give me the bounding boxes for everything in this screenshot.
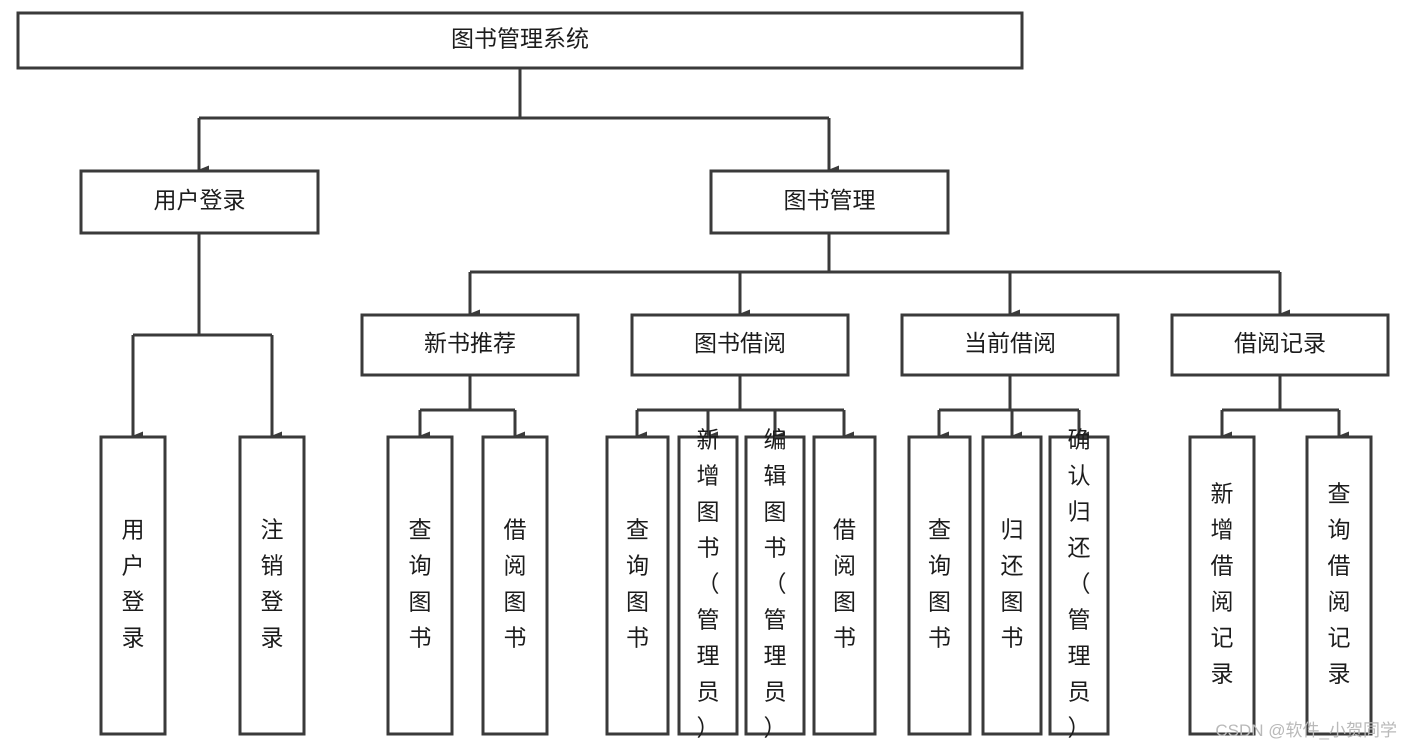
node-leaf-query-book-1[interactable]: 查询图书: [386, 435, 454, 736]
node-label-leaf-add-borrow-record: 新增借阅记录: [1211, 481, 1234, 687]
node-label-leaf-logout: 注销登录: [261, 517, 284, 651]
connector-root-to-level2: [197, 68, 839, 175]
connector-borrow-record-to-leaves: [1220, 375, 1349, 441]
node-label-current-borrow: 当前借阅: [964, 330, 1056, 356]
node-boxes: 图书管理系统用户登录图书管理新书推荐图书借阅当前借阅借阅记录用户登录注销登录查询…: [16, 11, 1390, 741]
connector-book-management-to-level3: [468, 233, 1290, 319]
node-leaf-return-book[interactable]: 归还图书: [981, 435, 1043, 736]
node-label-new-book-recommend: 新书推荐: [424, 330, 516, 356]
node-label-leaf-return-book: 归还图书: [1001, 517, 1024, 651]
node-root[interactable]: 图书管理系统: [16, 11, 1024, 70]
node-label-leaf-user-login: 用户登录: [122, 517, 145, 651]
node-leaf-add-book-admin[interactable]: 新增图书（管理员）: [677, 427, 739, 741]
node-label-leaf-query-book-1: 查询图书: [409, 517, 432, 651]
node-label-root: 图书管理系统: [451, 26, 589, 52]
node-label-leaf-confirm-return-admin: 确认归还（管理员）: [1068, 427, 1091, 741]
node-leaf-confirm-return-admin[interactable]: 确认归还（管理员）: [1048, 427, 1110, 741]
node-user-login[interactable]: 用户登录: [79, 169, 320, 235]
node-label-leaf-edit-book-admin: 编辑图书（管理员）: [764, 427, 787, 741]
node-borrow-record[interactable]: 借阅记录: [1170, 313, 1390, 377]
connector-book-borrow-to-leaves: [635, 375, 854, 441]
node-label-leaf-query-borrow-record: 查询借阅记录: [1328, 481, 1351, 687]
node-label-book-management: 图书管理: [784, 187, 876, 213]
node-leaf-query-book-3[interactable]: 查询图书: [907, 435, 972, 736]
connector-new-book-to-leaves: [418, 375, 525, 441]
node-leaf-query-book-2[interactable]: 查询图书: [605, 435, 670, 736]
node-leaf-user-login[interactable]: 用户登录: [99, 435, 167, 736]
node-label-leaf-add-book-admin: 新增图书（管理员）: [697, 427, 720, 741]
node-label-user-login: 用户登录: [154, 187, 246, 213]
connector-links: [131, 68, 1349, 441]
node-book-management[interactable]: 图书管理: [709, 169, 950, 235]
node-book-borrow[interactable]: 图书借阅: [630, 313, 850, 377]
node-leaf-add-borrow-record[interactable]: 新增借阅记录: [1188, 435, 1256, 736]
node-current-borrow[interactable]: 当前借阅: [900, 313, 1120, 377]
connector-user-login-to-leaves: [131, 233, 282, 441]
node-leaf-query-borrow-record[interactable]: 查询借阅记录: [1305, 435, 1373, 736]
node-label-book-borrow: 图书借阅: [694, 330, 786, 356]
node-new-book-recommend[interactable]: 新书推荐: [360, 313, 580, 377]
node-label-leaf-query-book-3: 查询图书: [928, 517, 951, 651]
csdn-watermark: CSDN @软件_小贺同学: [1215, 721, 1397, 740]
node-label-leaf-borrow-book-2: 借阅图书: [833, 517, 856, 651]
node-label-leaf-query-book-2: 查询图书: [626, 517, 649, 651]
node-label-leaf-borrow-book-1: 借阅图书: [504, 517, 527, 651]
node-leaf-logout[interactable]: 注销登录: [238, 435, 306, 736]
node-leaf-edit-book-admin[interactable]: 编辑图书（管理员）: [744, 427, 806, 741]
node-leaf-borrow-book-1[interactable]: 借阅图书: [481, 435, 549, 736]
connector-current-borrow-to-leaves: [937, 375, 1089, 441]
node-leaf-borrow-book-2[interactable]: 借阅图书: [812, 435, 877, 736]
node-label-borrow-record: 借阅记录: [1234, 330, 1326, 356]
